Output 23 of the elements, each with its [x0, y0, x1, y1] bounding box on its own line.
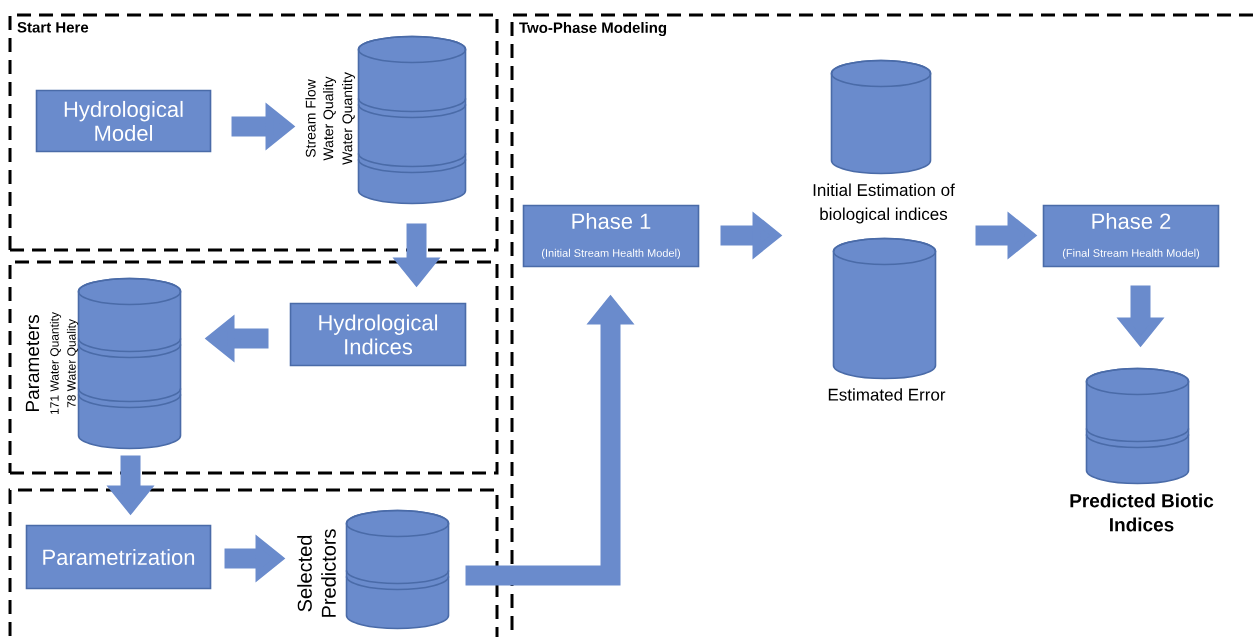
database-cylinder [1085, 367, 1190, 485]
database-cylinder [830, 59, 932, 175]
caption-text: Parameters [25, 315, 40, 411]
database-cylinder [77, 277, 182, 450]
database-cylinder [345, 509, 450, 630]
caption-text: 171 Water Quantity [49, 312, 62, 415]
caption-text: Water Quality [323, 76, 337, 161]
process-box: Parametrization [25, 524, 212, 590]
caption-text: Selected Predictors [297, 529, 336, 617]
process-box: Hydrological Indices [289, 302, 467, 367]
caption-text: Water Quantity [342, 72, 356, 165]
dashed-group-box [8, 260, 499, 475]
process-box: Phase 2 (Final Stream Health Model) [1042, 204, 1220, 268]
dashed-group-box [8, 488, 499, 637]
caption-text: Predicted Biotic Indices [1070, 493, 1214, 532]
process-box: Phase 1 (Initial Stream Health Model) [522, 204, 700, 268]
caption-text: Stream Flow [305, 79, 316, 158]
caption-text: Estimated Error [828, 388, 946, 401]
database-cylinder [357, 35, 467, 205]
caption-text: 78 Water Quality [66, 319, 79, 408]
process-box: Hydrological Model [35, 89, 212, 153]
database-cylinder [832, 237, 937, 380]
caption-text: Initial Estimation of biological indices [813, 183, 955, 224]
